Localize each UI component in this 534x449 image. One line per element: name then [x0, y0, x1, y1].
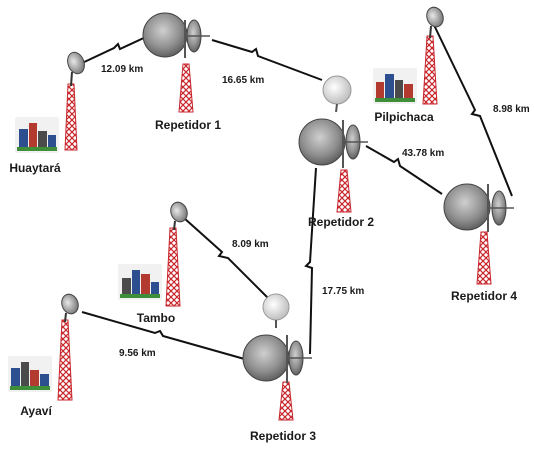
- node-label-pilpichaca: Pilpichaca: [374, 110, 434, 124]
- link-tambo-repetidor3: [183, 217, 269, 299]
- node-label-repetidor2: Repetidor 2: [308, 215, 374, 229]
- link-ayavi-repetidor3: [81, 311, 249, 361]
- distance-label-repetidor2-repetidor4: 43.78 km: [402, 148, 444, 159]
- distance-label-repetidor2-repetidor3: 17.75 km: [322, 286, 364, 297]
- dish-antenna-icon: [426, 6, 444, 39]
- dish-antenna-icon: [61, 293, 79, 323]
- tower-icon: [57, 319, 73, 401]
- distance-label-tambo-repetidor3: 8.09 km: [232, 239, 269, 250]
- tower-icon: [476, 231, 492, 285]
- link-huaytara-repetidor1: [79, 35, 149, 65]
- node-label-tambo: Tambo: [137, 311, 175, 325]
- distance-label-repetidor1-repetidor2: 16.65 km: [222, 75, 264, 86]
- ayavi-site: Ayaví: [8, 293, 79, 418]
- building-icon: [8, 356, 52, 392]
- tambo-site: Tambo: [118, 201, 188, 325]
- pilpichaca-site: Pilpichaca: [373, 6, 444, 124]
- distance-label-ayavi-repetidor3: 9.56 km: [119, 348, 156, 359]
- dish-antenna-icon: [298, 118, 368, 168]
- building-icon: [15, 117, 59, 153]
- node-label-repetidor1: Repetidor 1: [155, 118, 221, 132]
- dish-antenna-icon: [170, 201, 188, 231]
- distance-label-huaytara-repetidor1: 12.09 km: [101, 64, 143, 75]
- building-icon: [118, 264, 162, 300]
- tower-icon: [422, 35, 438, 105]
- link-repetidor1-repetidor2: [211, 39, 323, 81]
- small-dish-icon: [322, 75, 352, 113]
- link-repetidor2-repetidor3: [304, 167, 317, 355]
- distance-label-pilpichaca-repetidor4: 8.98 km: [493, 104, 530, 115]
- dish-antenna-icon: [443, 183, 514, 232]
- tower-icon: [165, 227, 181, 307]
- repetidor3-site: Repetidor 3: [242, 293, 316, 443]
- node-label-ayavi: Ayaví: [20, 404, 52, 418]
- repetidor4-site: Repetidor 4: [443, 183, 517, 303]
- huaytara-site: Huaytará: [9, 51, 85, 175]
- dish-antenna-icon: [142, 12, 210, 58]
- node-label-huaytara: Huaytará: [9, 161, 61, 175]
- node-label-repetidor4: Repetidor 4: [451, 289, 517, 303]
- building-icon: [373, 68, 417, 104]
- node-label-repetidor3: Repetidor 3: [250, 429, 316, 443]
- tower-icon: [64, 83, 78, 151]
- dish-antenna-icon: [67, 51, 85, 87]
- tower-icon: [278, 381, 294, 421]
- link-pilpichaca-repetidor4: [433, 24, 513, 197]
- repetidor2-site: Repetidor 2: [298, 75, 374, 229]
- repetidor1-site: Repetidor 1: [142, 12, 221, 132]
- small-dish-icon: [262, 293, 290, 328]
- link-repetidor2-repetidor4: [365, 145, 443, 195]
- tower-icon: [336, 169, 352, 213]
- tower-icon: [178, 63, 194, 113]
- dish-antenna-icon: [242, 334, 312, 383]
